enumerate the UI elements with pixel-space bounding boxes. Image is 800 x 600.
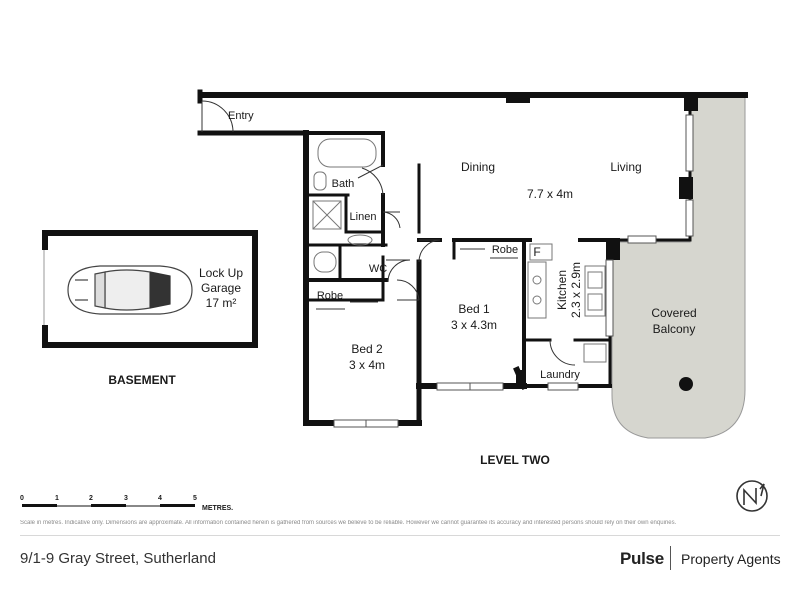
bed1-dims: 3 x 4.3m <box>451 318 497 332</box>
scale-tick: 5 <box>193 495 197 502</box>
garage-label-2: Garage <box>201 281 241 295</box>
balcony-label-1: Covered <box>651 306 696 320</box>
robe-label-bed1: Robe <box>492 244 518 256</box>
scale-tick: 4 <box>158 495 162 502</box>
property-address: 9/1-9 Gray Street, Sutherland <box>20 550 216 567</box>
pillars <box>506 95 698 386</box>
fixtures <box>312 138 607 363</box>
walls <box>197 89 748 426</box>
kitchen-dims: 2.3 x 2.9m <box>569 262 583 318</box>
scale-tick: 3 <box>124 495 128 502</box>
scale-tick: 2 <box>89 495 93 502</box>
brand-logo: Pulse <box>620 549 664 568</box>
laundry-label: Laundry <box>540 369 580 381</box>
brand-divider <box>670 546 671 570</box>
balcony-post <box>679 377 693 391</box>
dining-label: Dining <box>461 160 495 174</box>
robe-arrows <box>316 248 518 310</box>
bed2-label: Bed 2 <box>351 342 383 356</box>
basement-label: BASEMENT <box>108 373 176 387</box>
balcony-area <box>611 95 746 439</box>
footer-divider <box>20 535 780 536</box>
garage-label-1: Lock Up <box>199 266 243 280</box>
bath-label: Bath <box>332 178 355 190</box>
scale-tick: 1 <box>55 495 59 502</box>
entry-label: Entry <box>228 110 254 122</box>
kitchen-label: Kitchen <box>555 270 569 310</box>
windows <box>333 114 694 428</box>
scale-bar: 0 1 2 3 4 5 METRES. <box>20 495 233 512</box>
bed1-label: Bed 1 <box>458 302 490 316</box>
bed2-dims: 3 x 4m <box>349 358 385 372</box>
robe-label-bed2: Robe <box>317 290 343 302</box>
living-label: Living <box>610 160 641 174</box>
living-dims: 7.7 x 4m <box>527 187 573 201</box>
disclaimer: Scale in metres. Indicative only. Dimens… <box>20 520 677 526</box>
balcony-label-2: Balcony <box>653 322 696 336</box>
floor-plan: Lock Up Garage 17 m² BASEMENT <box>20 89 768 512</box>
garage: Lock Up Garage 17 m² <box>40 230 258 348</box>
brand-subtitle: Property Agents <box>681 551 781 567</box>
level-two-label: LEVEL TWO <box>480 453 550 467</box>
garage-area: 17 m² <box>206 296 237 310</box>
car-icon <box>67 265 193 315</box>
scale-tick: 0 <box>20 495 24 502</box>
doors <box>201 100 576 366</box>
wc-label: WC <box>369 263 387 275</box>
north-arrow-icon <box>736 480 768 512</box>
fridge-label: F <box>533 245 540 259</box>
scale-unit: METRES. <box>202 505 233 512</box>
linen-label: Linen <box>350 211 377 223</box>
